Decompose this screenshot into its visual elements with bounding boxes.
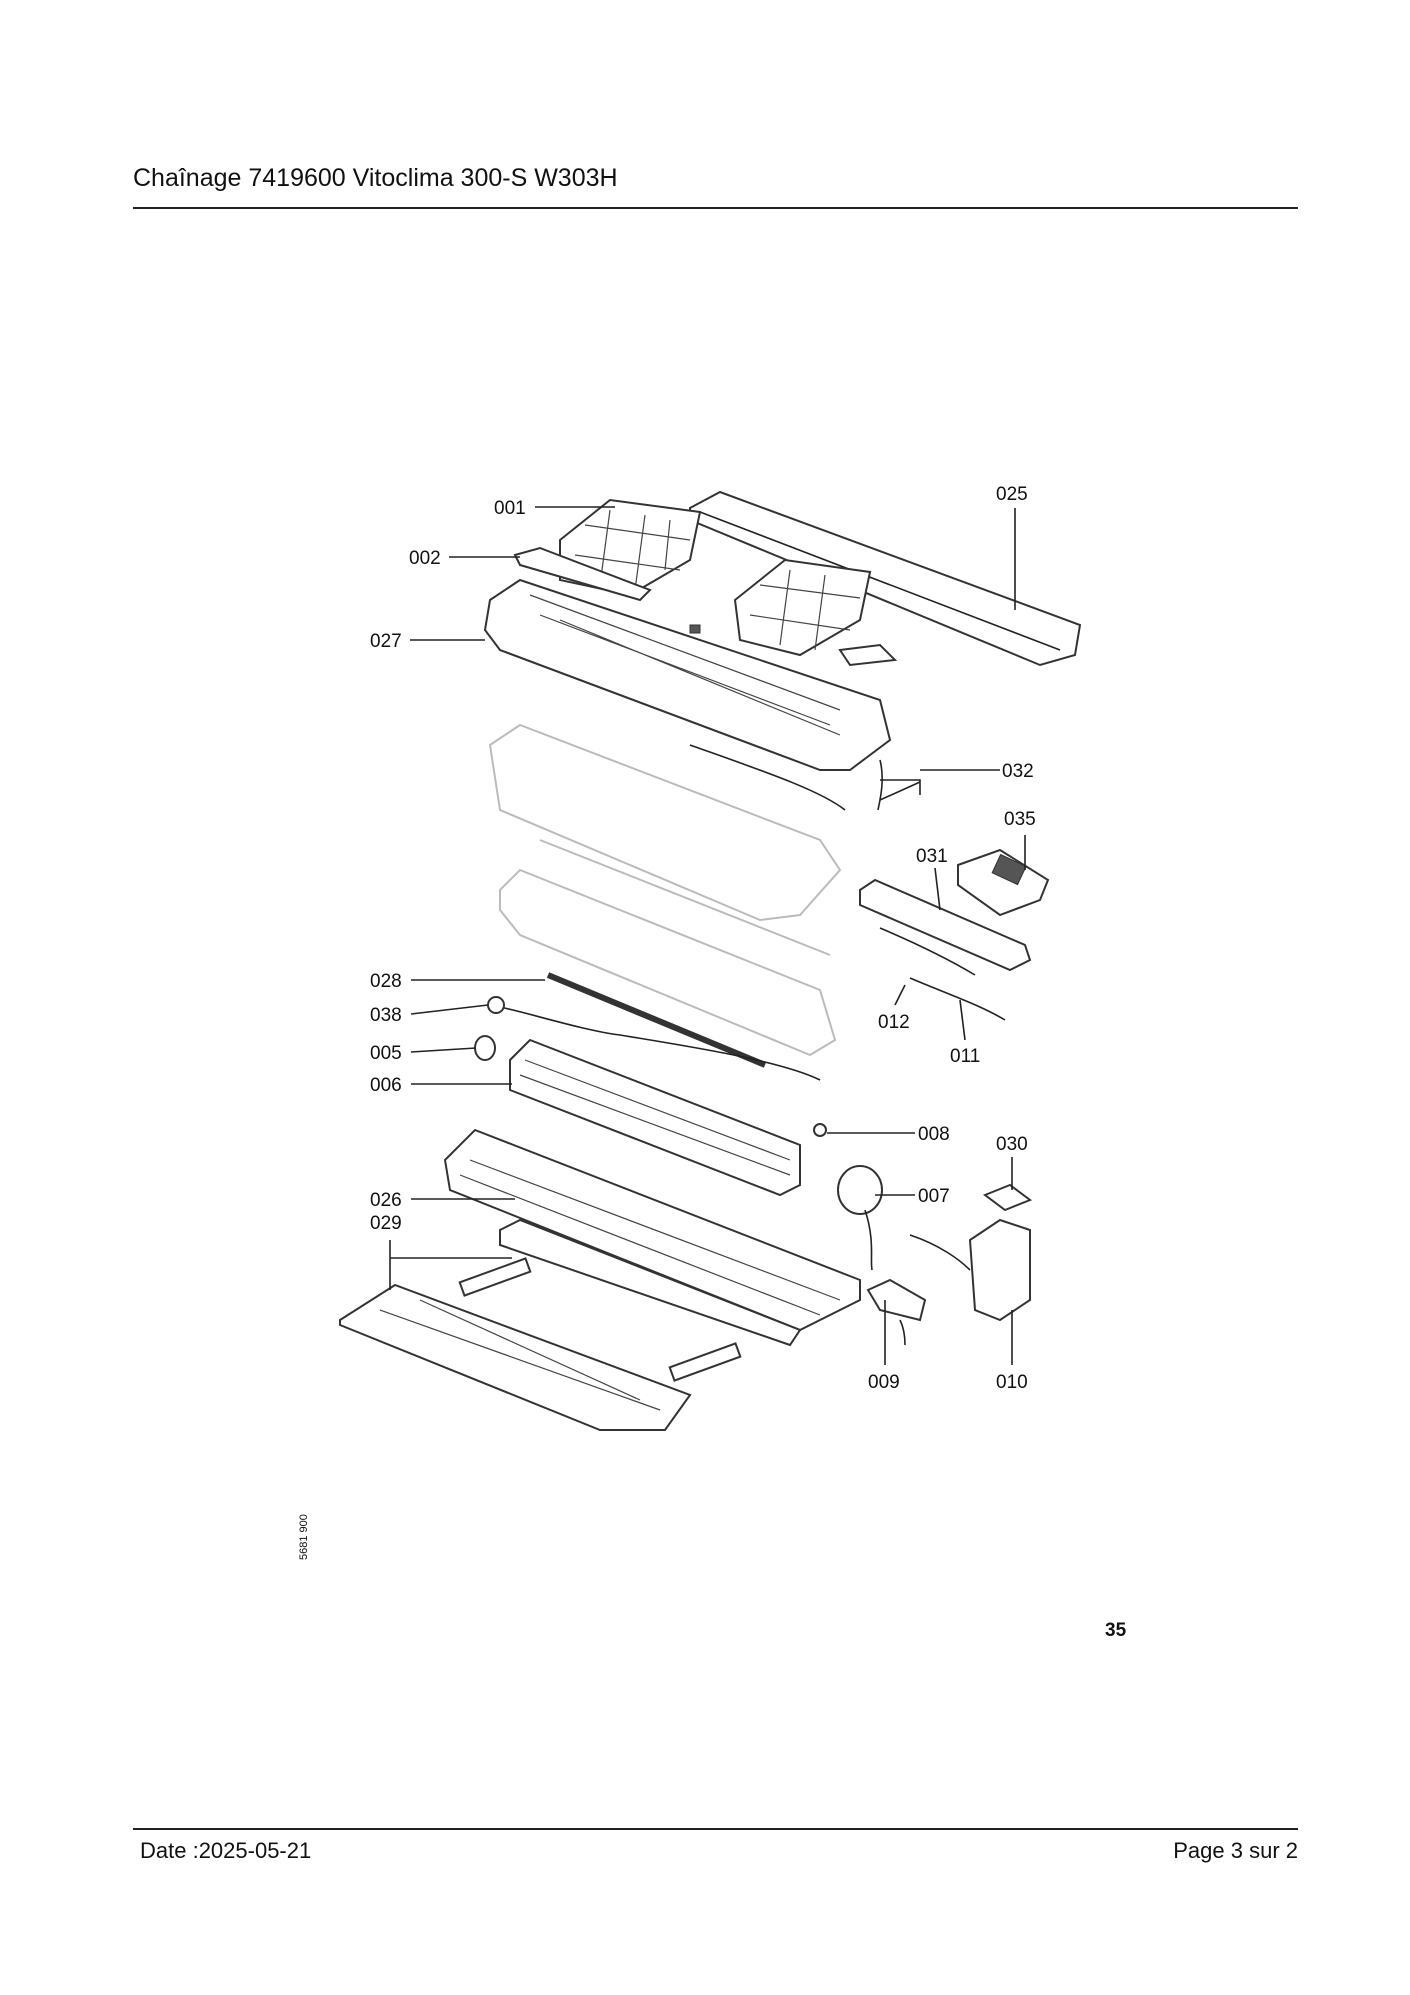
label-031: 031 [916,846,948,867]
fan-motor-connector [813,1123,827,1137]
lower-tray [499,1218,802,1347]
air-filter-right [733,558,872,657]
label-030: 030 [996,1134,1028,1155]
control-board [982,1183,1033,1212]
fan-motor [837,1165,883,1215]
label-032: 032 [1002,761,1034,782]
bracket-right [668,1342,742,1382]
terminal-block [866,1278,927,1322]
footer-page-indicator: Page 3 sur 2 [1173,1838,1298,1863]
label-012: 012 [878,1012,910,1033]
source-page-number: 35 [1105,1620,1127,1641]
clip-part [838,643,898,667]
front-frame [483,578,892,771]
mounting-plate [339,1283,692,1431]
label-025: 025 [996,484,1028,505]
label-001: 001 [494,498,526,519]
rear-casing [443,1128,861,1332]
electric-control-box [968,1218,1031,1322]
drain-housing [499,868,837,1057]
page-title: Chaînage 7419600 Vitoclima 300-S W303H [133,164,618,192]
label-005: 005 [370,1043,402,1064]
temperature-sensor-011 [909,977,1006,1021]
label-028: 028 [370,971,402,992]
label-002: 002 [409,548,441,569]
label-006: 006 [370,1075,402,1096]
label-007: 007 [918,1186,950,1207]
display-rail [859,878,1032,972]
temperature-sensor-012 [879,927,976,976]
label-009: 009 [868,1372,900,1393]
bearing [474,1035,496,1061]
bracket-left [458,1257,532,1297]
cross-flow-fan [509,1038,801,1197]
label-026: 026 [370,1190,402,1211]
label-035: 035 [1004,809,1036,830]
header-divider [133,207,1298,209]
label-029: 029 [370,1213,402,1234]
label-011: 011 [950,1046,980,1067]
fan-shaft [546,972,767,1068]
evaporator-coil [488,723,842,922]
label-010: 010 [996,1372,1028,1393]
step-motor [487,996,505,1014]
side-reference-code: 5681 900 [298,1514,310,1560]
filter-strip [513,546,652,602]
label-027: 027 [370,631,402,652]
label-008: 008 [918,1124,950,1145]
label-038: 038 [370,1005,402,1026]
footer-divider [133,1828,1298,1830]
footer-date: Date :2025-05-21 [140,1838,312,1863]
